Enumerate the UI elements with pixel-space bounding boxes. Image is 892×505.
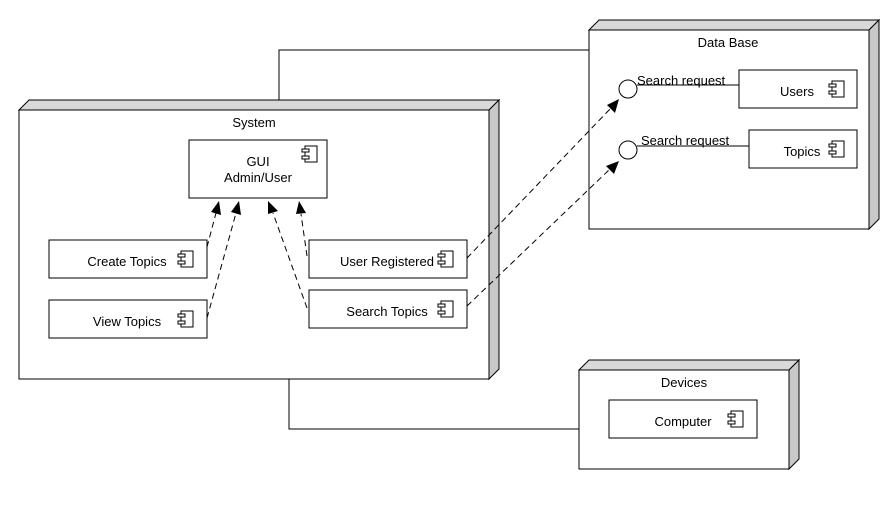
component-icon: [828, 80, 845, 98]
users-label: Users: [780, 84, 814, 99]
users-component[interactable]: Users: [738, 69, 858, 109]
dependency-create-to-gui: [206, 201, 221, 248]
gui-label-line1: GUI: [246, 154, 269, 169]
search-topics-label: Search Topics: [346, 304, 428, 319]
component-icon: [177, 310, 194, 328]
dependency-search-to-topics-interface: [466, 161, 619, 307]
system-devices-link: [288, 379, 579, 430]
create-topics-component[interactable]: Create Topics: [48, 239, 208, 279]
users-search-interface[interactable]: Search request: [618, 73, 739, 99]
system-database-link: [278, 49, 589, 100]
component-icon: [301, 145, 318, 163]
create-topics-label: Create Topics: [87, 254, 167, 269]
dependency-registered-to-gui: [296, 201, 308, 257]
topics-interface-label: Search request: [641, 133, 730, 148]
users-interface-label: Search request: [637, 73, 726, 88]
gui-label-line2: Admin/User: [224, 170, 293, 185]
computer-component[interactable]: Computer: [608, 399, 758, 439]
view-topics-component[interactable]: View Topics: [48, 299, 208, 339]
database-node[interactable]: Data Base: [587, 18, 881, 231]
gui-component[interactable]: GUI Admin/User: [188, 139, 328, 199]
dependency-registered-to-users-interface: [466, 99, 619, 259]
search-topics-component[interactable]: Search Topics: [308, 289, 468, 329]
component-icon: [177, 250, 194, 268]
user-registered-label: User Registered: [340, 254, 434, 269]
system-node-title: System: [232, 115, 275, 130]
component-icon: [437, 250, 454, 268]
dependency-view-to-gui: [206, 201, 241, 319]
component-icon: [828, 140, 845, 158]
topics-label: Topics: [784, 144, 821, 159]
view-topics-label: View Topics: [93, 314, 162, 329]
component-icon: [727, 410, 744, 428]
devices-node-title: Devices: [661, 375, 708, 390]
user-registered-component[interactable]: User Registered: [308, 239, 468, 279]
dependency-search-to-gui: [268, 201, 308, 309]
computer-label: Computer: [654, 414, 712, 429]
database-node-title: Data Base: [698, 35, 759, 50]
component-icon: [437, 300, 454, 318]
topics-search-interface[interactable]: Search request: [618, 133, 749, 160]
topics-component[interactable]: Topics: [748, 129, 858, 169]
